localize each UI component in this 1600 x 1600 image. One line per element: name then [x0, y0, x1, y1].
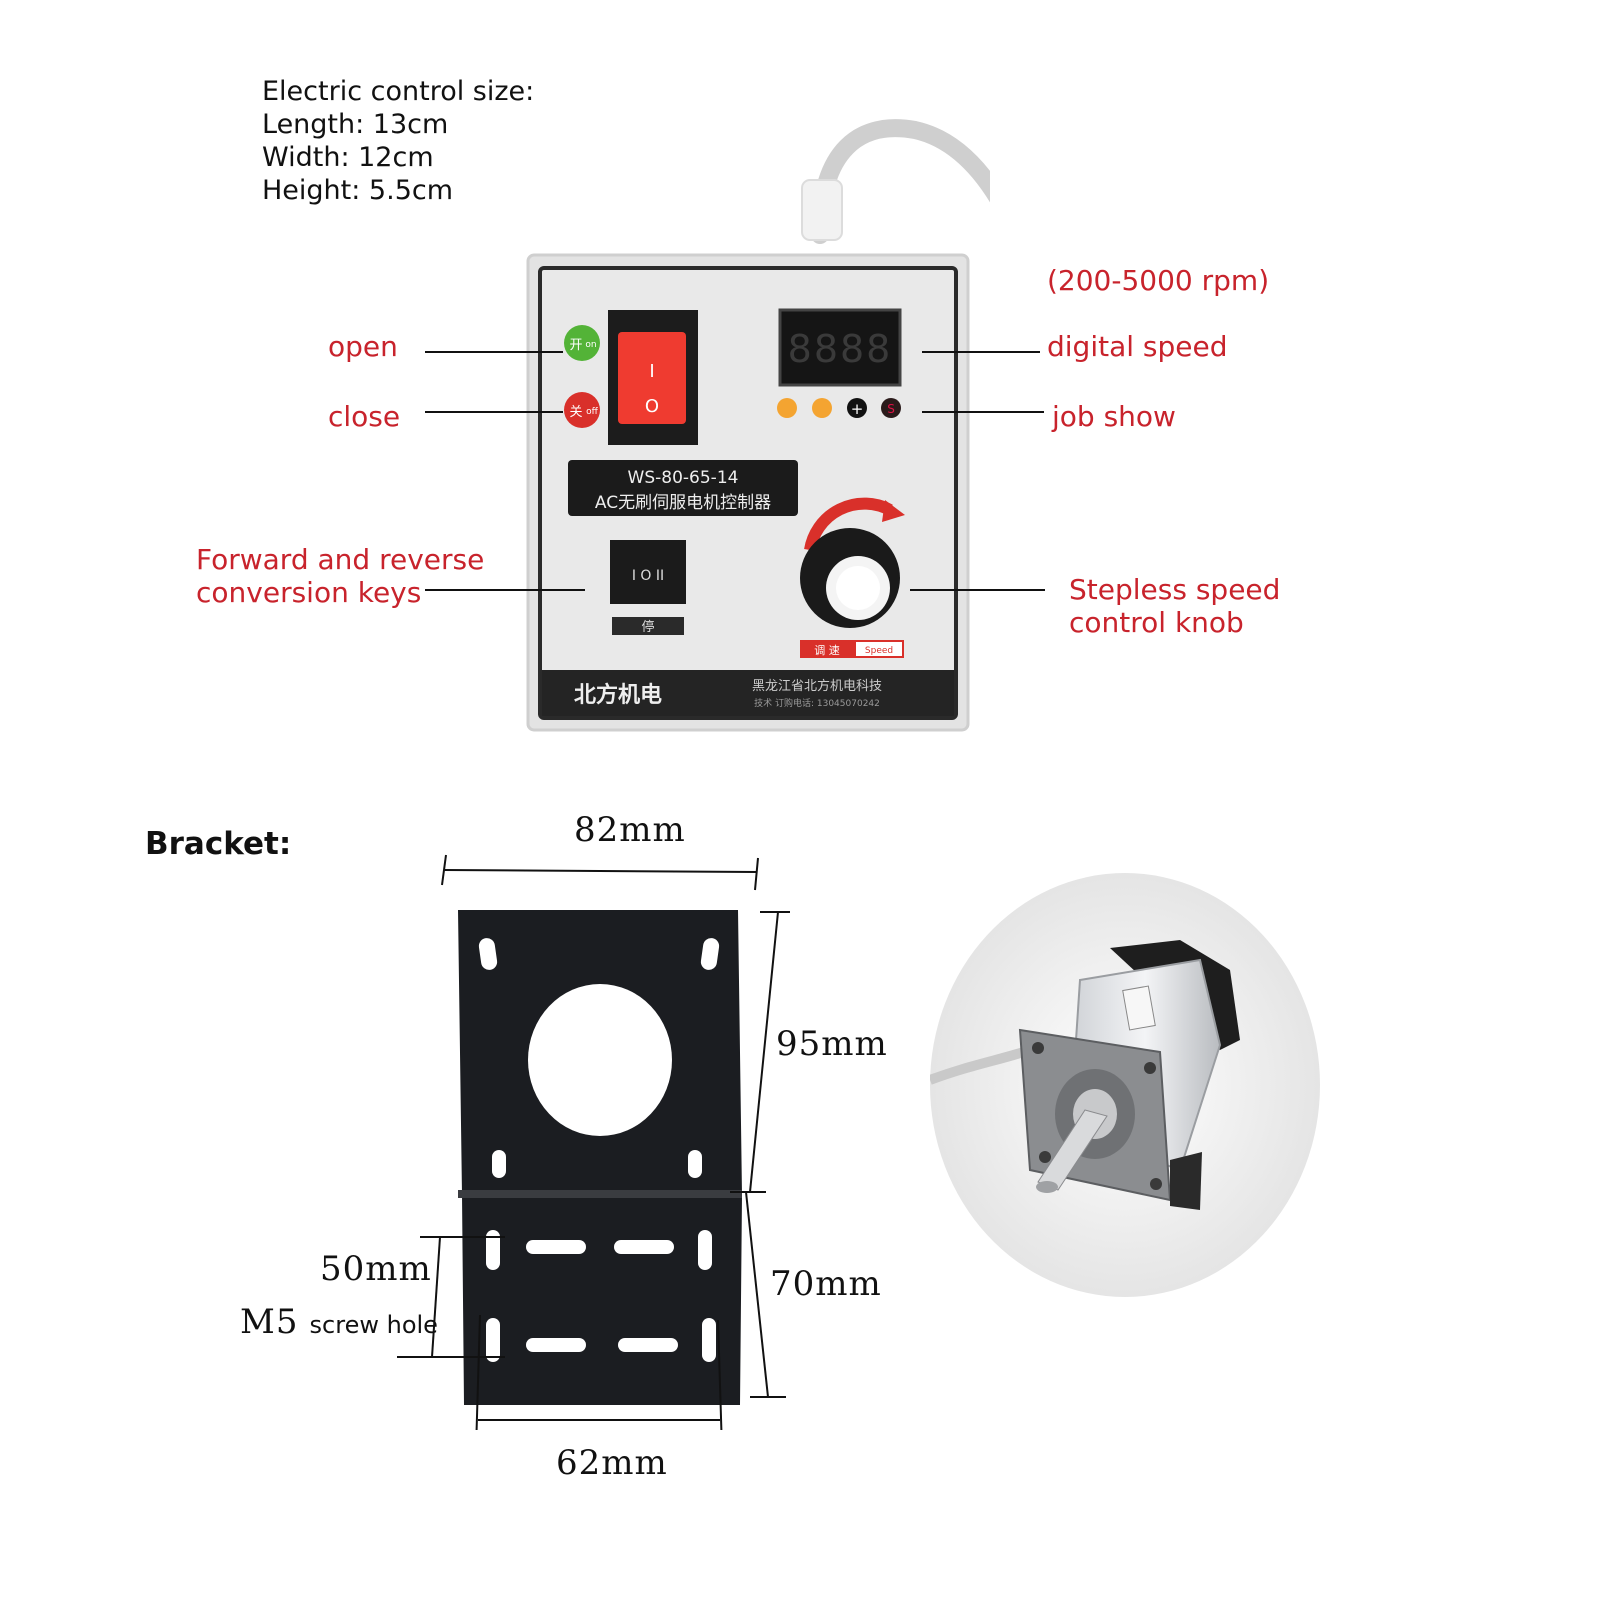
company-name: 黑龙江省北方机电科技: [752, 678, 882, 694]
callout-stepless: Stepless speed control knob: [1069, 573, 1281, 639]
on-indicator: [564, 325, 600, 361]
svg-text:on: on: [585, 340, 596, 350]
callout-close: close: [328, 400, 401, 433]
svg-text:I: I: [649, 361, 654, 382]
callout-job-show: job show: [1052, 400, 1176, 433]
dim-upper-right: 95mm: [776, 1024, 888, 1064]
dim-bottom: 62mm: [556, 1443, 668, 1483]
svg-text:+: +: [851, 400, 864, 418]
bracket-drawing: [441, 854, 759, 1430]
spec-length: Length: 13cm: [262, 109, 449, 140]
leader-forward-reverse: [425, 589, 585, 591]
svg-text:关: 关: [569, 405, 582, 420]
svg-text:开: 开: [569, 338, 582, 353]
leader-close: [425, 411, 563, 413]
callout-rpm-range: (200-5000 rpm): [1047, 264, 1270, 297]
display-digits: 8888: [788, 327, 893, 371]
spec-width: Width: 12cm: [262, 142, 434, 173]
svg-text:Speed: Speed: [865, 646, 893, 656]
power-cable: [811, 119, 990, 244]
controller-illustration: 开 on 关 off I O 8888 + S WS-80-65-14 AC无刷…: [526, 119, 990, 732]
svg-text:AC无刷伺服电机控制器: AC无刷伺服电机控制器: [595, 493, 771, 513]
callout-open: open: [328, 330, 398, 363]
dim-lower-right: 70mm: [770, 1264, 882, 1304]
model-label: [568, 460, 798, 516]
motor-illustration: [930, 873, 1320, 1297]
svg-text:I O II: I O II: [632, 568, 664, 584]
off-indicator: [564, 392, 600, 428]
motor-hole: [528, 984, 672, 1136]
svg-text:O: O: [645, 396, 659, 417]
status-led-2: [812, 398, 832, 418]
leader-job-show: [922, 411, 1044, 413]
speed-arc: [804, 497, 893, 552]
direction-switch[interactable]: [610, 540, 686, 604]
svg-text:S: S: [887, 402, 895, 416]
leader-stepless: [910, 589, 1045, 591]
cable-gland: [801, 179, 843, 241]
left-dimension-lines: [397, 1236, 505, 1358]
spec-height: Height: 5.5cm: [262, 175, 454, 206]
screw-size: M5: [240, 1302, 299, 1342]
digital-display: [778, 308, 902, 387]
brand-name: 北方机电: [574, 682, 662, 708]
motor-shaft: [1037, 1109, 1108, 1191]
svg-text:调 速: 调 速: [814, 644, 840, 657]
callout-forward-reverse: Forward and reverse conversion keys: [196, 543, 485, 609]
size-spec: Electric control size: Length: 13cm Widt…: [262, 75, 534, 207]
brand-bar: [542, 670, 954, 716]
dim-top: 82mm: [574, 810, 686, 850]
status-led-1: [777, 398, 797, 418]
spec-title: Electric control size:: [262, 76, 535, 107]
leader-open: [425, 351, 563, 353]
bracket-title: Bracket:: [145, 826, 292, 862]
leader-digital-speed: [922, 351, 1040, 353]
svg-text:off: off: [586, 407, 599, 417]
dim-left: 50mm: [320, 1249, 432, 1289]
bracket-plate: [458, 910, 742, 1405]
screw-label: screw hole: [309, 1311, 438, 1339]
contact-info: 技术 订购电话: 13045070242: [754, 697, 880, 709]
stop-label: [612, 617, 684, 635]
svg-text:停: 停: [641, 619, 654, 635]
set-button[interactable]: [881, 398, 901, 418]
right-dimension-lines: [730, 911, 790, 1398]
plus-button[interactable]: [847, 398, 867, 418]
screw-note: M5 screw hole: [240, 1302, 438, 1342]
callout-digital-speed: digital speed: [1047, 330, 1228, 363]
svg-text:WS-80-65-14: WS-80-65-14: [628, 468, 739, 488]
